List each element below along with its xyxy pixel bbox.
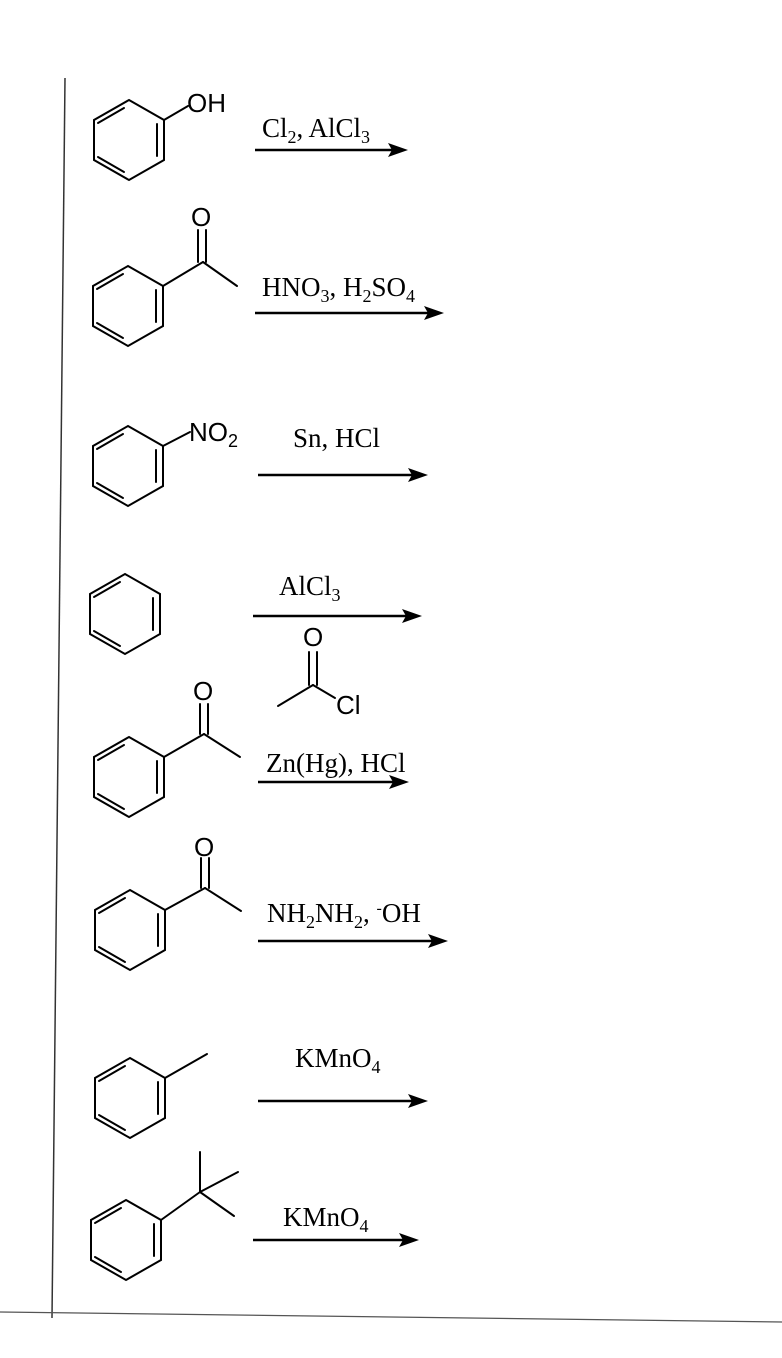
benzene-ring [92, 264, 164, 348]
reagent-label: Sn, HCl [293, 423, 380, 453]
reaction-arrow [253, 1233, 419, 1247]
reaction-arrow [258, 775, 409, 789]
reaction-arrow [258, 1094, 428, 1108]
benzene-ring [93, 735, 165, 819]
bond [163, 733, 205, 758]
substituent-label: NO2 [189, 417, 238, 451]
benzene-ring [92, 424, 164, 508]
reaction-arrow [258, 934, 448, 948]
reaction-8: KMnO4 [90, 1151, 419, 1282]
reagent-label: NH2NH2, -OH [267, 898, 421, 932]
tert-butyl-group [160, 1151, 239, 1221]
reaction-3: NO2 Sn, HCl [92, 417, 428, 508]
reaction-arrow [255, 143, 408, 157]
oxygen-label: O [194, 832, 214, 862]
left-margin-line [51, 77, 66, 1319]
oxygen-label: O [303, 622, 323, 652]
acetyl-chloride: O Cl [277, 622, 361, 720]
methyl-bond [202, 261, 238, 287]
substituent-label: OH [187, 88, 226, 118]
oxygen-label: O [193, 676, 213, 706]
reaction-7: KMnO4 [94, 1043, 428, 1140]
benzene-ring [89, 572, 161, 656]
bond [163, 105, 189, 121]
benzene-ring [90, 1198, 162, 1282]
reaction-6: O NH2NH2, -OH [94, 832, 448, 972]
reagent-label: KMnO4 [295, 1043, 381, 1077]
methyl-bond [164, 1053, 208, 1079]
benzene-ring [93, 98, 165, 182]
benzene-ring [94, 1056, 166, 1140]
reagent-label: KMnO4 [283, 1202, 369, 1236]
reaction-arrow [258, 468, 428, 482]
methyl-bond [204, 887, 242, 912]
bottom-margin-line [0, 1311, 782, 1323]
bond [162, 431, 191, 447]
reagent-label: Cl2, AlCl3 [262, 113, 370, 147]
benzene-ring [94, 888, 166, 972]
reaction-5: O Zn(Hg), HCl [93, 676, 409, 819]
reagent-label: HNO3, H2SO4 [262, 272, 415, 306]
bond [162, 261, 204, 287]
reaction-1: OH Cl2, AlCl3 [93, 88, 408, 182]
reaction-2: O HNO3, H2SO4 [92, 202, 444, 348]
reaction-arrow [255, 306, 444, 320]
oxygen-label: O [191, 202, 211, 232]
reaction-arrow [253, 609, 422, 623]
methyl-bond [203, 733, 241, 758]
reagent-label: AlCl3 [279, 571, 341, 605]
reaction-4: AlCl3 O Cl [89, 571, 422, 720]
bond [164, 887, 206, 911]
chloride-label: Cl [336, 690, 361, 720]
reagent-label: Zn(Hg), HCl [266, 748, 405, 778]
